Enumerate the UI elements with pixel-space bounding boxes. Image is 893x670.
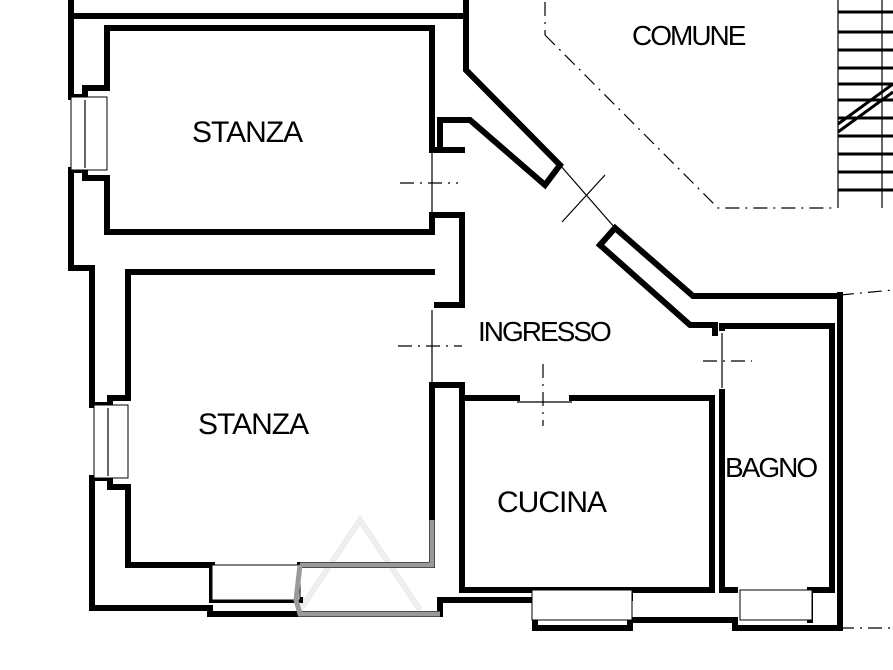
window-cucina: [531, 589, 633, 621]
room-stanza-2: STANZA: [89, 269, 465, 617]
outer-wall: [68, 0, 843, 631]
room-bagno: BAGNO: [703, 323, 835, 623]
room-cucina: CUCINA: [459, 364, 715, 621]
room-label-comune: COMUNE: [632, 20, 746, 51]
room-label-ingresso: INGRESSO: [478, 316, 611, 347]
room-stanza-1: STANZA: [70, 25, 465, 308]
room-label-stanza-1: STANZA: [192, 116, 303, 149]
room-comune: COMUNE: [632, 20, 748, 51]
room-label-cucina: CUCINA: [497, 486, 607, 519]
window-stanza-2: [93, 404, 129, 479]
room-label-stanza-2: STANZA: [198, 408, 309, 441]
watermark: [297, 514, 423, 612]
window-stanza-1: [70, 96, 108, 171]
window-stanza-2-south: [211, 564, 301, 601]
window-bagno: [739, 589, 813, 621]
staircase: [837, 0, 893, 208]
room-ingresso: INGRESSO: [478, 2, 843, 347]
room-label-bagno: BAGNO: [725, 452, 817, 483]
